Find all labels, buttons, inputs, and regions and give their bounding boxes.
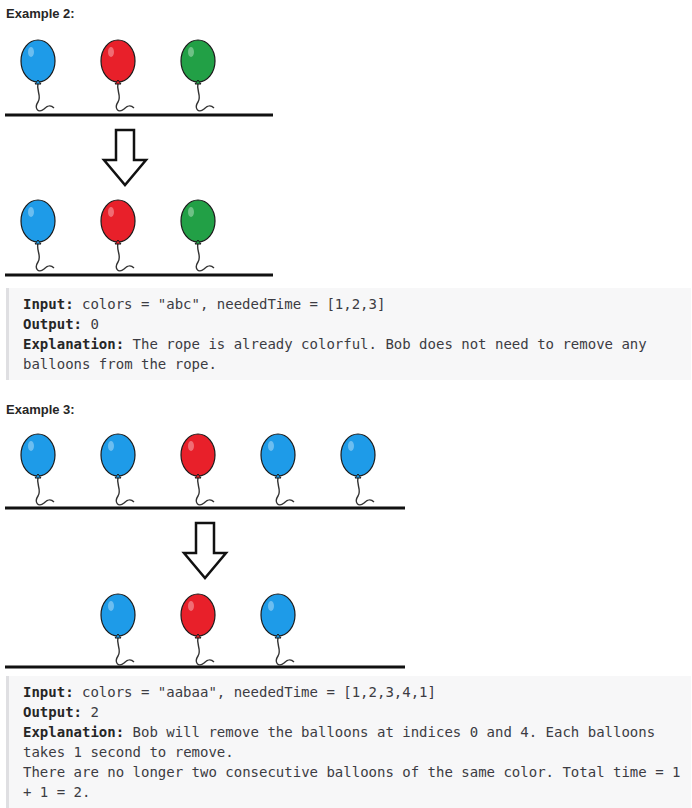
field-key: Explanation: xyxy=(23,336,124,352)
field-key: Input: xyxy=(23,296,74,312)
field-key: Explanation: xyxy=(23,724,124,740)
code-block: Input: colors = "aabaa", neededTime = [1,… xyxy=(6,676,691,808)
field-key: Output: xyxy=(23,316,82,332)
code-line: Input: colors = "aabaa", neededTime = [1,… xyxy=(23,682,691,702)
code-line: Input: colors = "abc", neededTime = [1,2,… xyxy=(23,294,691,314)
code-block: Input: colors = "abc", neededTime = [1,2,… xyxy=(6,288,691,380)
field-value: There are no longer two consecutive ball… xyxy=(23,764,680,800)
example-heading: Example 3: xyxy=(6,402,75,417)
field-value: colors = "aabaa", neededTime = [1,2,3,4,… xyxy=(82,684,436,700)
field-value: colors = "abc", neededTime = [1,2,3] xyxy=(82,296,385,312)
field-key: Output: xyxy=(23,704,82,720)
code-line: Output: 2 xyxy=(23,702,691,722)
example-heading: Example 2: xyxy=(6,6,75,21)
field-value: 2 xyxy=(90,704,98,720)
field-key: Input: xyxy=(23,684,74,700)
code-line: Explanation:The rope is already colorful… xyxy=(23,334,691,374)
code-line: There are no longer two consecutive ball… xyxy=(23,762,691,802)
field-value: 0 xyxy=(90,316,98,332)
code-line: Explanation:Bob will remove the balloons… xyxy=(23,722,691,762)
code-line: Output: 0 xyxy=(23,314,691,334)
